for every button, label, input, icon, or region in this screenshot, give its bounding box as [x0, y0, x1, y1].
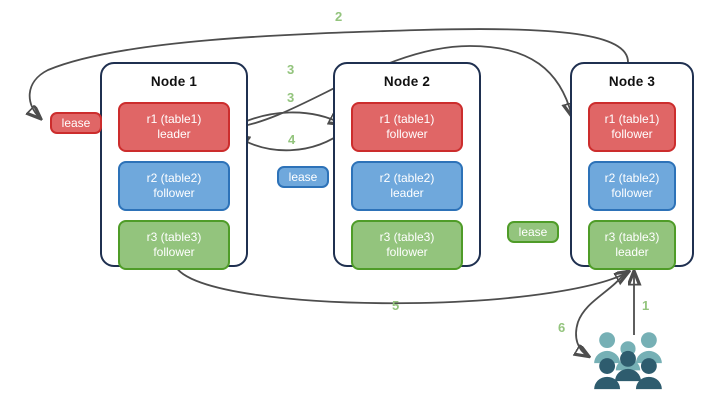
node-container-node-3: Node 3 r1 (table1) follower r2 (table2) …	[570, 62, 694, 270]
step-label-3a: 3	[287, 62, 295, 77]
range-label-line1: r1 (table1)	[379, 112, 435, 126]
step-label-5: 5	[392, 298, 400, 313]
range-replica-r3[interactable]: r3 (table3) follower	[118, 220, 230, 270]
range-label-line1: r3 (table3)	[604, 230, 660, 244]
lease-badge-r3[interactable]: lease	[507, 221, 559, 243]
range-label-line2: follower	[611, 186, 653, 200]
lease-badge-r2[interactable]: lease	[277, 166, 329, 188]
range-label-line2: follower	[386, 127, 428, 141]
range-label-line2: leader	[390, 186, 424, 200]
arrow-step-3-to-node2	[231, 111, 342, 129]
range-replica-r2[interactable]: r2 (table2) follower	[118, 161, 230, 211]
range-label-line1: r2 (table2)	[604, 171, 660, 185]
arrow-step-5	[174, 264, 628, 305]
range-label-line1: r1 (table1)	[146, 112, 202, 126]
range-label-line2: follower	[386, 245, 428, 259]
node-title: Node 3	[608, 74, 656, 89]
node-title: Node 1	[150, 74, 198, 89]
node-title: Node 2	[383, 74, 431, 89]
range-label-line1: r3 (table3)	[146, 230, 202, 244]
step-label-2: 2	[335, 9, 343, 24]
range-replica-r2[interactable]: r2 (table2) follower	[588, 161, 676, 211]
step-label-3b: 3	[287, 90, 295, 105]
lease-badge-r1[interactable]: lease	[50, 112, 102, 134]
range-label-line2: follower	[153, 186, 195, 200]
range-label-line2: leader	[615, 245, 649, 259]
step-label-4: 4	[288, 132, 296, 147]
range-label-line1: r1 (table1)	[604, 112, 660, 126]
step-label-1: 1	[642, 298, 650, 313]
range-replica-r3[interactable]: r3 (table3) leader	[588, 220, 676, 270]
range-replica-r1[interactable]: r1 (table1) follower	[351, 102, 463, 152]
range-replica-r1[interactable]: r1 (table1) follower	[588, 102, 676, 152]
people-group-icon	[594, 332, 662, 390]
range-label-line2: leader	[157, 127, 191, 141]
range-label-line1: r3 (table3)	[379, 230, 435, 244]
node-container-node-1: Node 1 r1 (table1) leader r2 (table2) fo…	[100, 62, 248, 270]
range-replica-r1[interactable]: r1 (table1) leader	[118, 102, 230, 152]
range-label-line1: r2 (table2)	[146, 171, 202, 185]
range-label-line2: follower	[153, 245, 195, 259]
range-replica-r3[interactable]: r3 (table3) follower	[351, 220, 463, 270]
range-label-line1: r2 (table2)	[379, 171, 435, 185]
range-label-line2: follower	[611, 127, 653, 141]
range-replica-r2[interactable]: r2 (table2) leader	[351, 161, 463, 211]
node-container-node-2: Node 2 r1 (table1) follower r2 (table2) …	[333, 62, 481, 270]
step-label-6: 6	[558, 320, 566, 335]
